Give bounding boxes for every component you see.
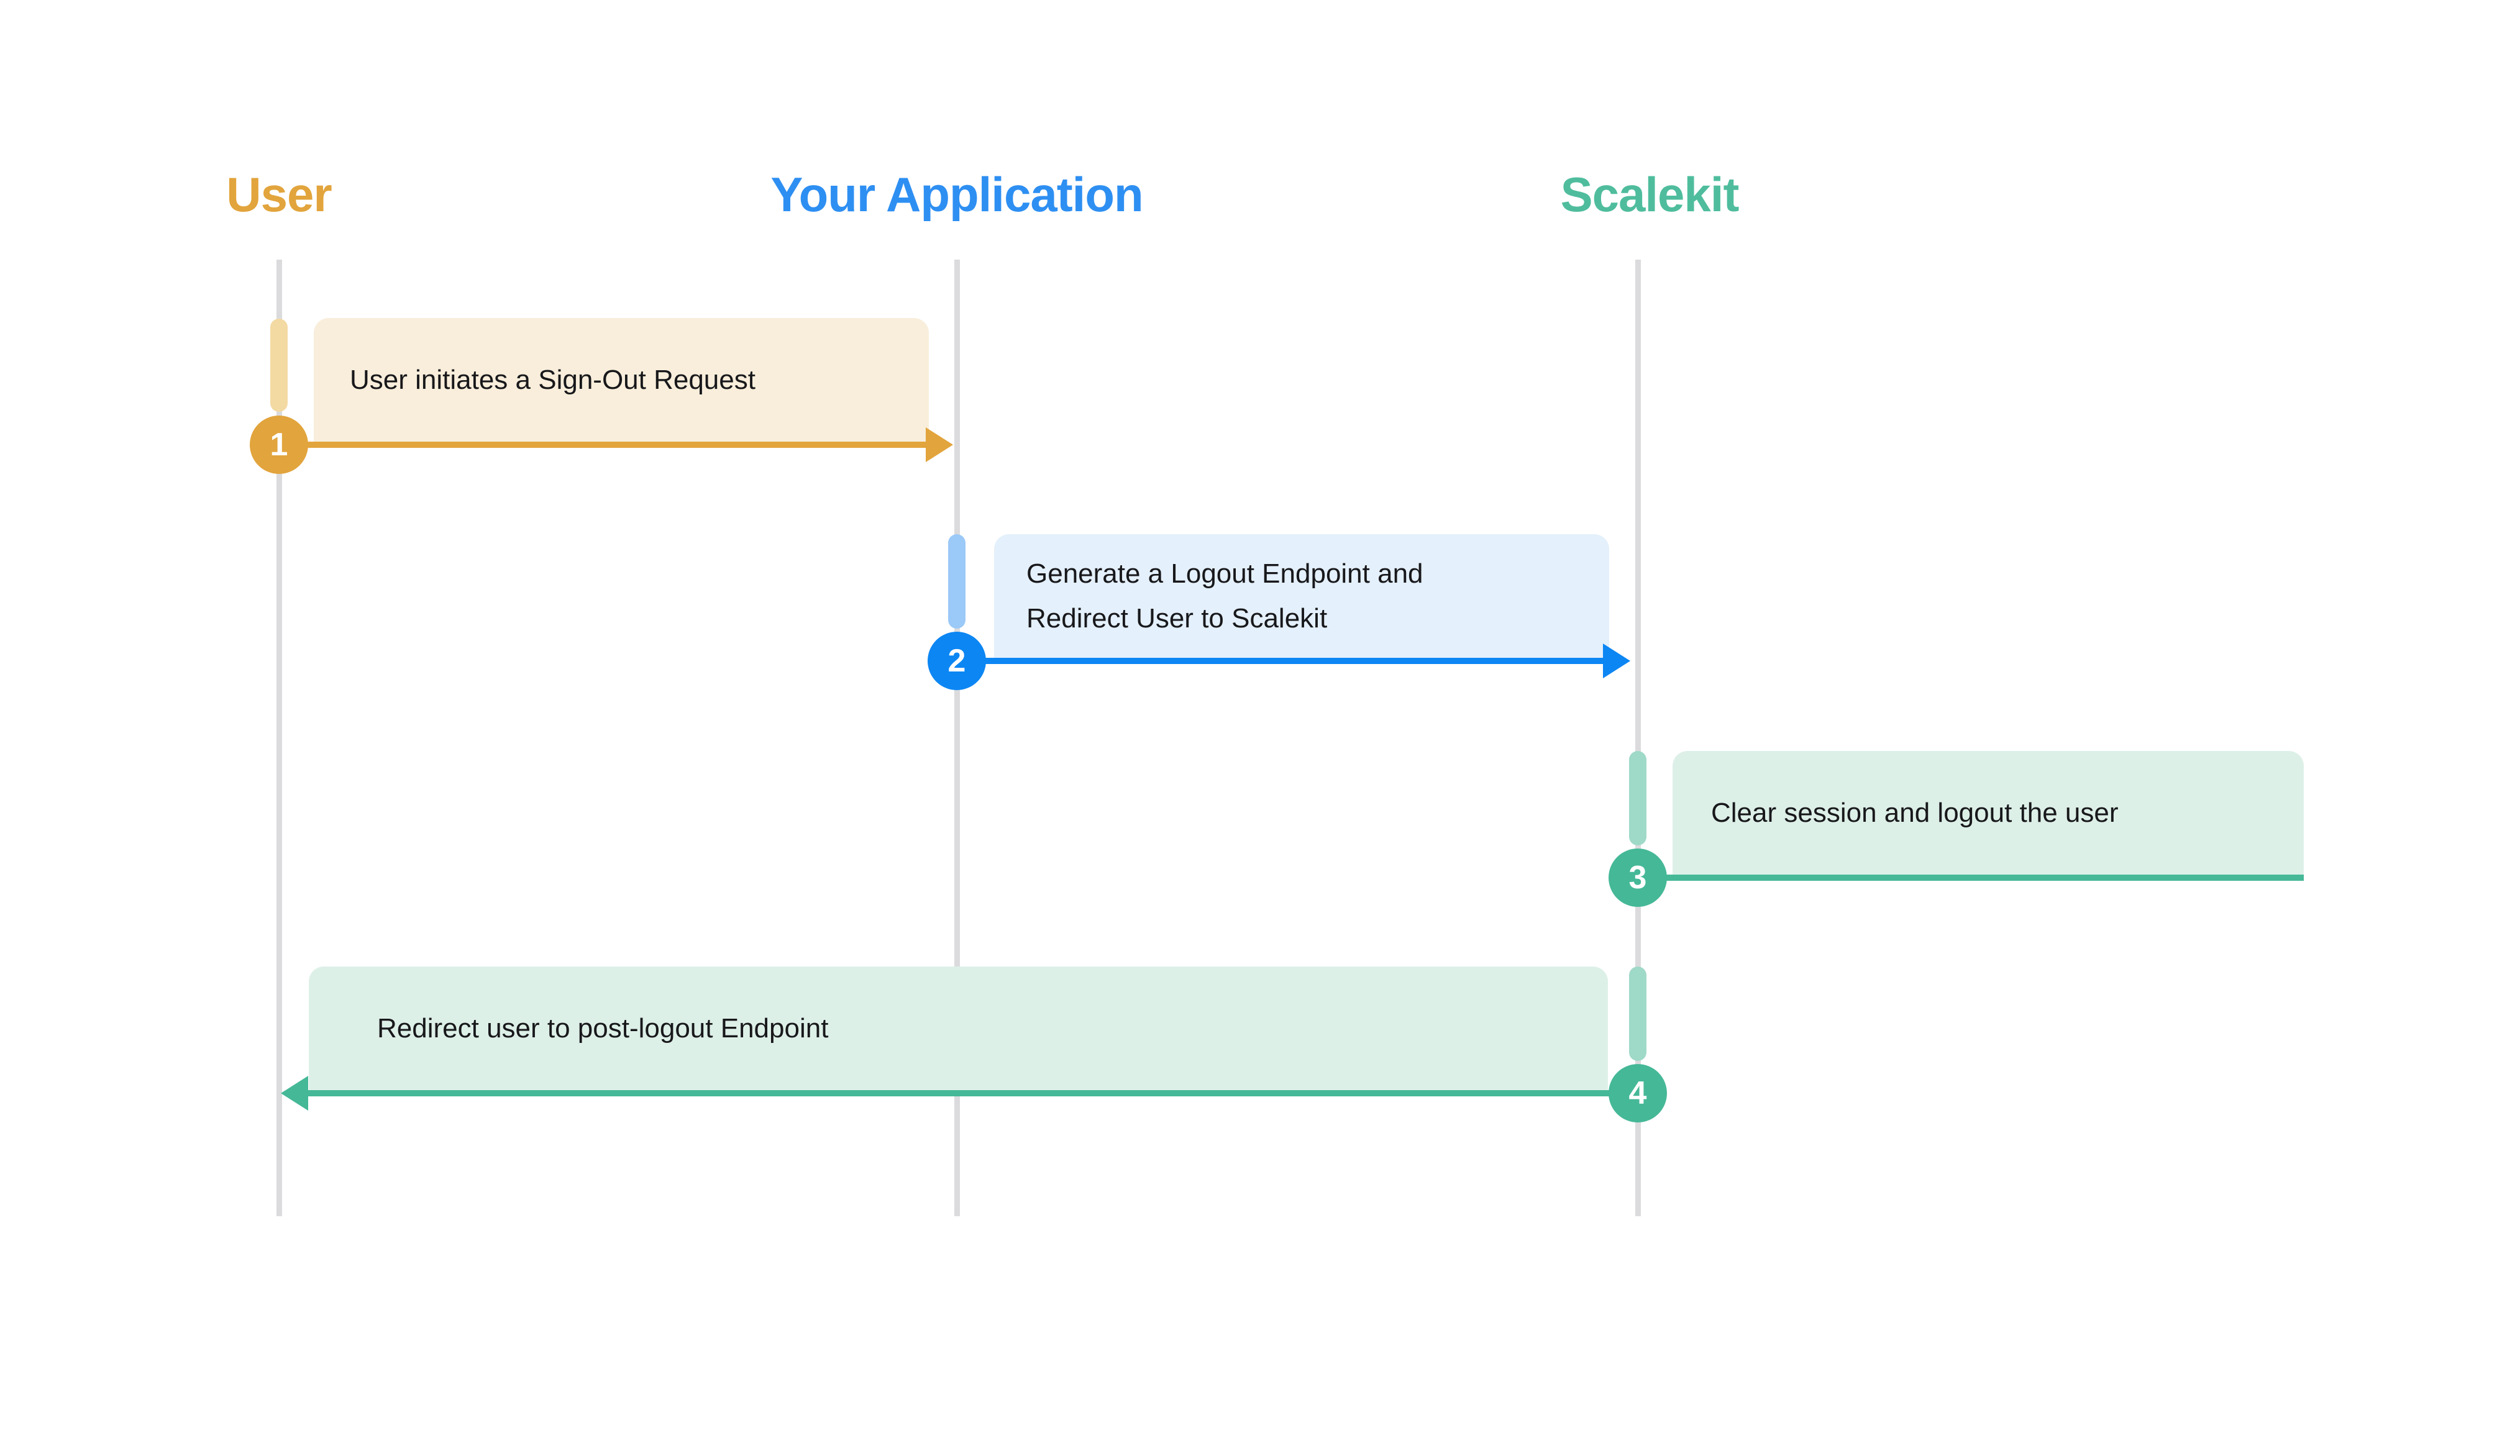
message-arrow-step-4 xyxy=(307,1090,1637,1096)
step-number-2: 2 xyxy=(947,643,966,679)
step-number-badge-3: 3 xyxy=(1609,849,1667,907)
activation-bar-step-3 xyxy=(1629,751,1646,845)
arrowhead-right-icon xyxy=(926,427,953,462)
message-label-step-1: User initiates a Sign-Out Request xyxy=(350,365,756,395)
arrowhead-right-icon xyxy=(1603,644,1630,678)
activation-bar-step-4 xyxy=(1629,967,1646,1061)
step-number-badge-4: 4 xyxy=(1609,1064,1667,1122)
step-number-badge-1: 1 xyxy=(250,416,308,474)
message-label-step-4: Redirect user to post-logout Endpoint xyxy=(377,1013,829,1044)
actor-label-your-application: Your Application xyxy=(770,167,1143,222)
step-number-3: 3 xyxy=(1628,860,1647,896)
lifeline-scalekit xyxy=(1635,260,1641,1216)
step-number-1: 1 xyxy=(270,427,288,463)
activation-bar-step-1 xyxy=(270,319,288,412)
lifeline-user xyxy=(276,260,282,1216)
message-arrow-step-1 xyxy=(279,442,927,448)
message-line-step-3 xyxy=(1638,875,2304,881)
step-number-4: 4 xyxy=(1628,1075,1647,1111)
actor-label-scalekit: Scalekit xyxy=(1560,167,1740,222)
message-box-step-1: User initiates a Sign-Out Request xyxy=(314,318,929,442)
arrowhead-left-icon xyxy=(281,1076,308,1111)
step-number-badge-2: 2 xyxy=(928,632,986,690)
actor-label-user: User xyxy=(226,167,332,222)
lifeline-your-application xyxy=(954,260,960,1216)
message-box-step-4: Redirect user to post-logout Endpoint xyxy=(309,967,1608,1091)
message-box-step-2: Generate a Logout Endpoint and Redirect … xyxy=(994,534,1609,658)
message-label-step-2-line-2: Redirect User to Scalekit xyxy=(1026,603,1328,634)
message-label-step-2-line-1: Generate a Logout Endpoint and xyxy=(1026,558,1423,589)
message-arrow-step-2 xyxy=(957,658,1604,664)
activation-bar-step-2 xyxy=(948,534,966,629)
message-box-step-3: Clear session and logout the user xyxy=(1673,751,2304,875)
message-label-step-3: Clear session and logout the user xyxy=(1711,798,2119,828)
